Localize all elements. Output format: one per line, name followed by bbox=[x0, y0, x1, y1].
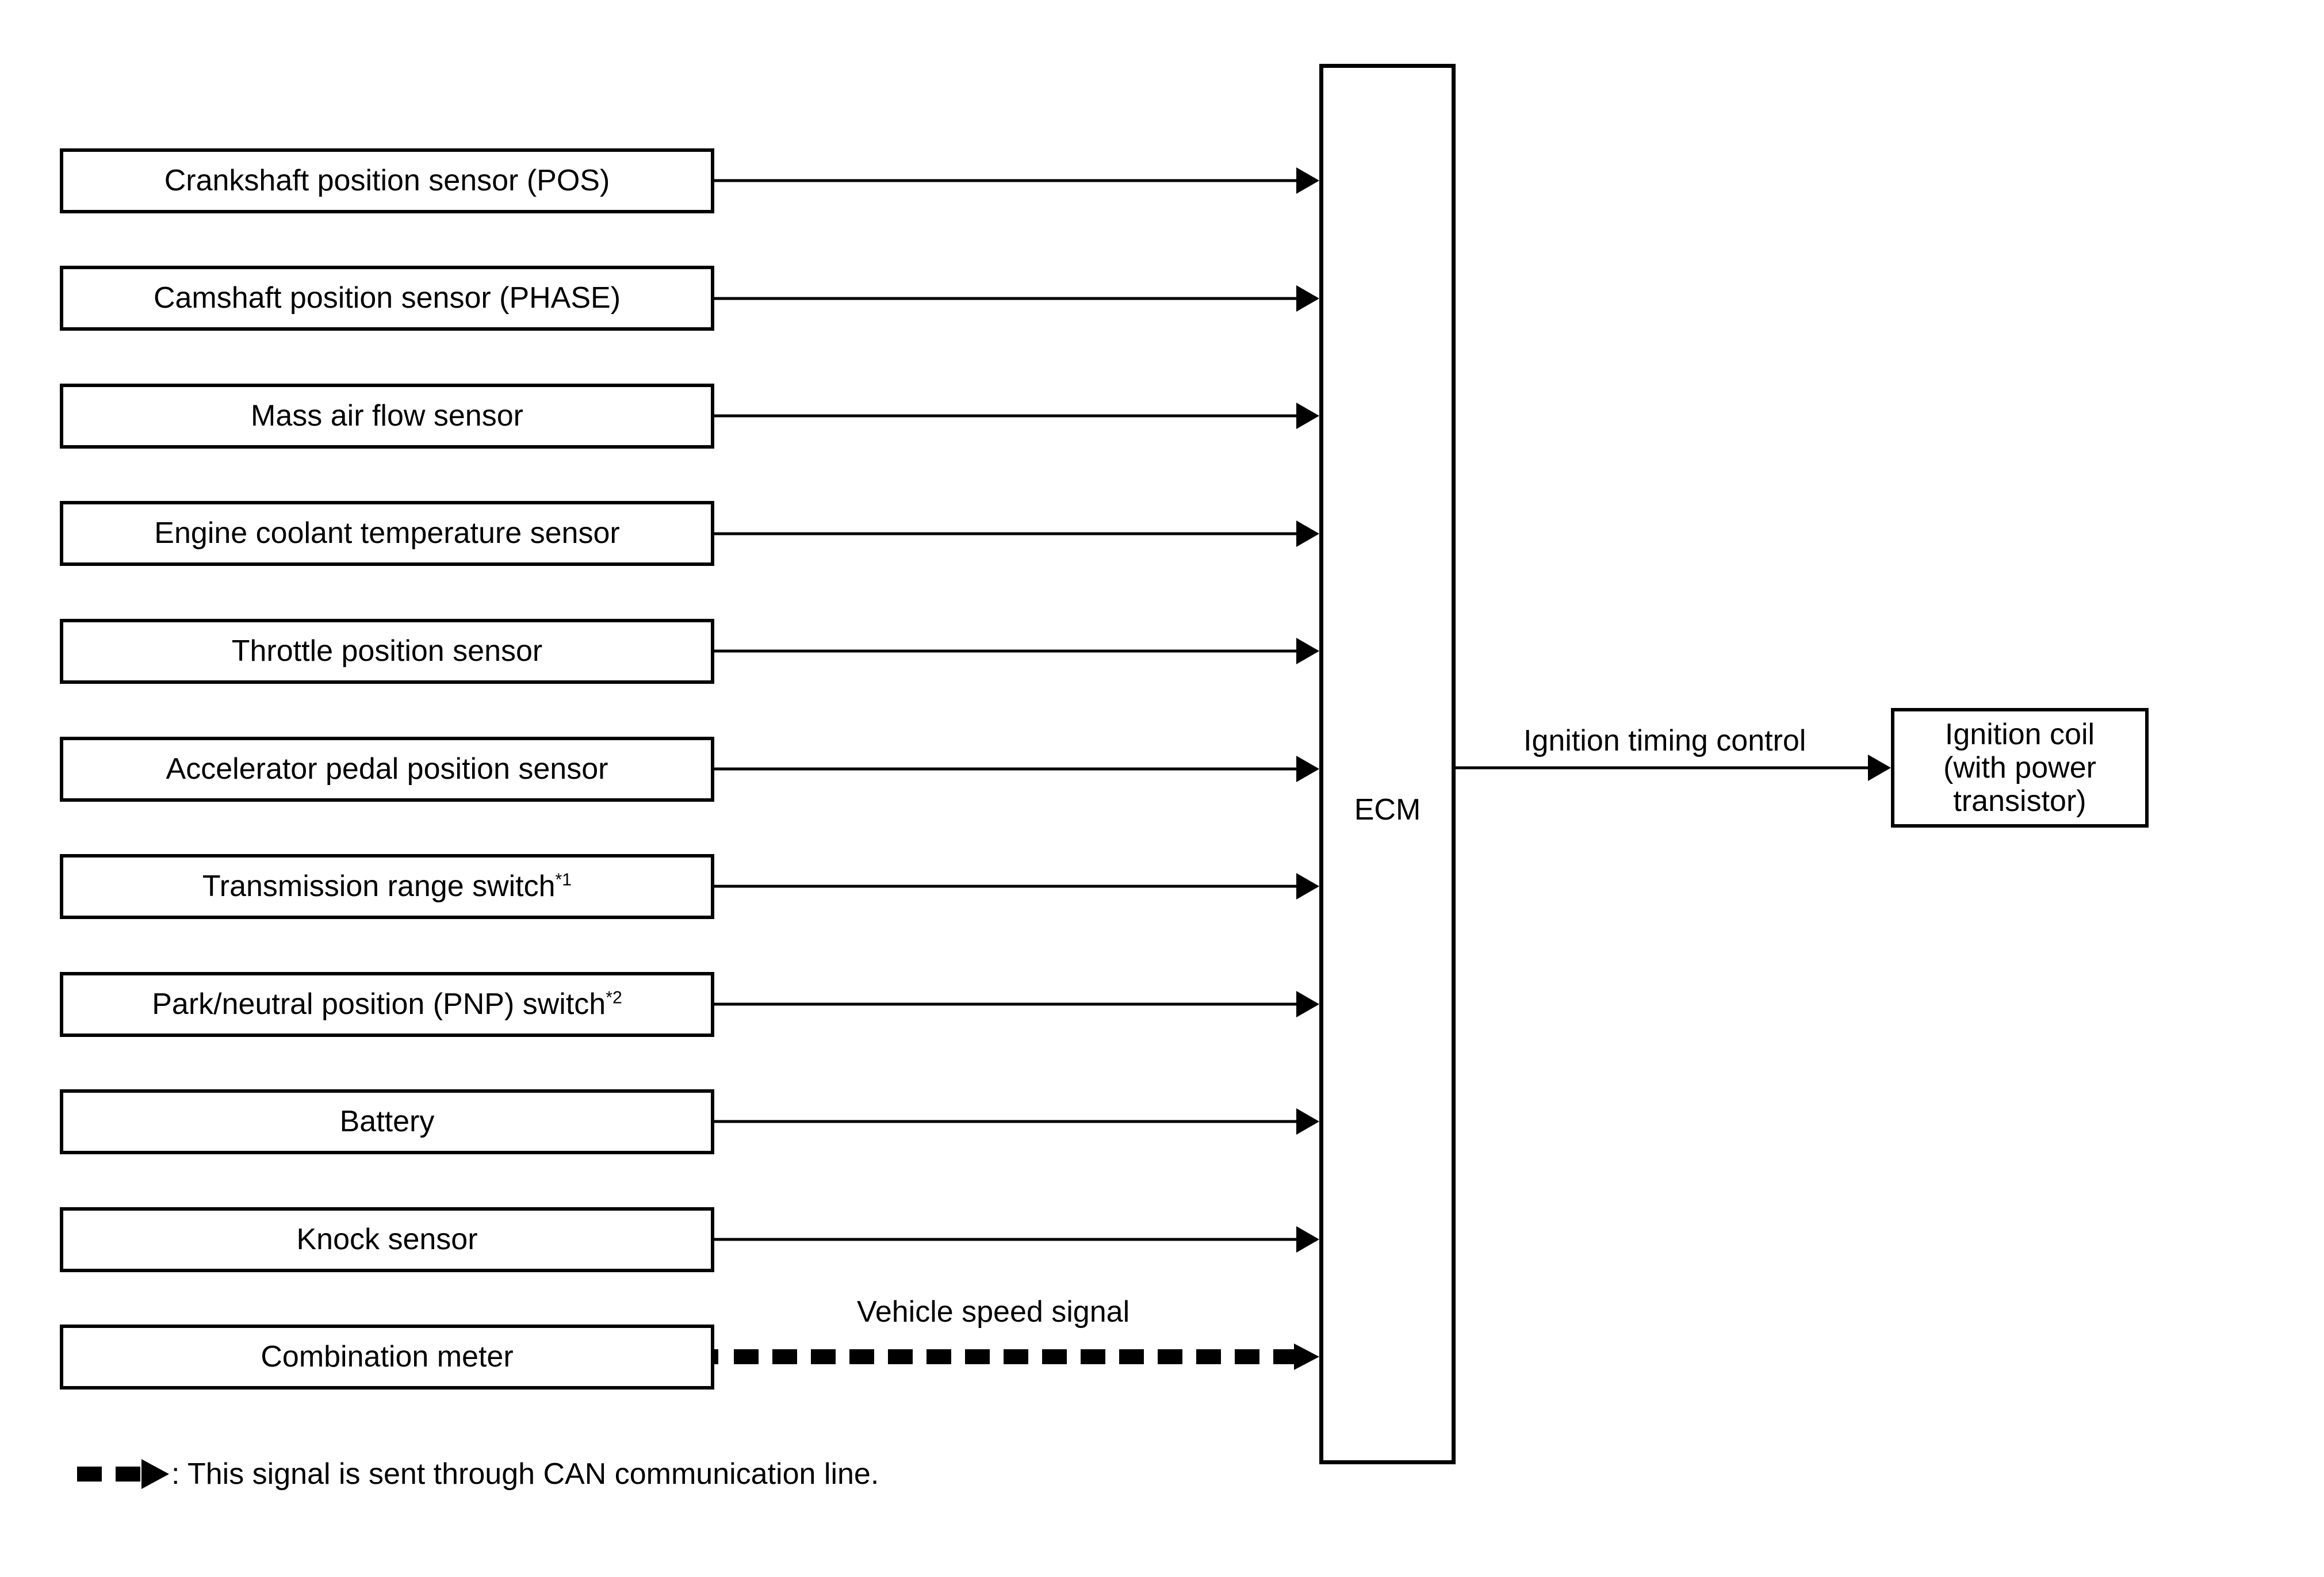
arrow-shaft bbox=[714, 1002, 1296, 1006]
input-box-transmission-range-switch[interactable]: Transmission range switch*1 bbox=[60, 854, 714, 919]
signal-arrow-camshaft-position-sensor bbox=[714, 285, 1319, 312]
signal-arrow-park-neutral-position-switch bbox=[714, 991, 1319, 1017]
input-box-label: Transmission range switch*1 bbox=[202, 870, 572, 903]
arrowhead-icon bbox=[1296, 756, 1319, 782]
ecm-label: ECM bbox=[1354, 793, 1421, 826]
input-box-label: Combination meter bbox=[261, 1340, 514, 1374]
arrowhead-icon bbox=[1296, 638, 1319, 664]
signal-arrow-throttle-position-sensor bbox=[714, 638, 1319, 664]
input-box-throttle-position-sensor[interactable]: Throttle position sensor bbox=[60, 619, 714, 684]
input-box-label: Knock sensor bbox=[296, 1223, 478, 1257]
can-arrow-icon bbox=[60, 1459, 169, 1489]
input-box-text: Park/neutral position (PNP) switch bbox=[152, 987, 606, 1021]
signal-arrow-battery bbox=[714, 1108, 1319, 1135]
arrow-shaft bbox=[714, 767, 1296, 771]
can-dashed-bar bbox=[60, 1467, 145, 1482]
input-box-knock-sensor[interactable]: Knock sensor bbox=[60, 1207, 714, 1272]
input-box-text: Transmission range switch bbox=[202, 870, 556, 904]
arrowhead-icon bbox=[1296, 1108, 1319, 1135]
arrow-shaft bbox=[714, 1238, 1296, 1241]
can-dashed-bar bbox=[714, 1349, 1294, 1364]
input-box-accelerator-pedal-position-sensor[interactable]: Accelerator pedal position sensor bbox=[60, 737, 714, 802]
can-arrowhead-icon bbox=[1294, 1343, 1319, 1370]
input-box-label: Battery bbox=[339, 1105, 435, 1139]
input-box-label: Park/neutral position (PNP) switch*2 bbox=[152, 987, 622, 1021]
input-box-crankshaft-position-sensor[interactable]: Crankshaft position sensor (POS) bbox=[60, 148, 714, 213]
arrow-shaft bbox=[1456, 766, 1868, 770]
input-box-label: Camshaft position sensor (PHASE) bbox=[153, 281, 621, 315]
vehicle-speed-signal-label: Vehicle speed signal bbox=[857, 1295, 1130, 1329]
signal-arrow-ignition-timing-control bbox=[1456, 755, 1891, 781]
arrowhead-icon bbox=[1296, 167, 1319, 194]
arrow-shaft bbox=[714, 885, 1296, 888]
footnote-marker: *2 bbox=[606, 989, 622, 1008]
can-signal-arrow-combination-meter bbox=[714, 1343, 1319, 1370]
input-box-mass-air-flow-sensor[interactable]: Mass air flow sensor bbox=[60, 384, 714, 449]
arrow-shaft bbox=[714, 532, 1296, 535]
output-box-ignition-coil[interactable]: Ignition coil (with power transistor) bbox=[1891, 708, 2149, 828]
input-box-camshaft-position-sensor[interactable]: Camshaft position sensor (PHASE) bbox=[60, 266, 714, 331]
arrow-shaft bbox=[714, 179, 1296, 182]
input-box-label: Mass air flow sensor bbox=[251, 399, 523, 433]
can-arrowhead-icon bbox=[141, 1459, 169, 1489]
signal-arrow-crankshaft-position-sensor bbox=[714, 167, 1319, 194]
legend-text: : This signal is sent through CAN commun… bbox=[171, 1457, 879, 1491]
arrow-shaft bbox=[714, 297, 1296, 300]
arrowhead-icon bbox=[1296, 991, 1319, 1017]
input-box-label: Crankshaft position sensor (POS) bbox=[164, 164, 610, 198]
legend: : This signal is sent through CAN commun… bbox=[60, 1454, 879, 1494]
arrow-shaft bbox=[714, 414, 1296, 418]
arrowhead-icon bbox=[1296, 1226, 1319, 1253]
arrow-shaft bbox=[714, 649, 1296, 653]
input-box-label: Throttle position sensor bbox=[231, 634, 543, 668]
arrow-shaft bbox=[714, 1120, 1296, 1123]
signal-arrow-transmission-range-switch bbox=[714, 873, 1319, 899]
input-box-park-neutral-position-switch[interactable]: Park/neutral position (PNP) switch*2 bbox=[60, 972, 714, 1037]
arrowhead-icon bbox=[1296, 520, 1319, 547]
ignition-timing-control-label: Ignition timing control bbox=[1523, 724, 1806, 757]
arrowhead-icon bbox=[1296, 873, 1319, 899]
input-box-label: Accelerator pedal position sensor bbox=[166, 752, 608, 786]
arrowhead-icon bbox=[1868, 755, 1891, 781]
signal-arrow-knock-sensor bbox=[714, 1226, 1319, 1253]
arrowhead-icon bbox=[1296, 403, 1319, 429]
input-box-label: Engine coolant temperature sensor bbox=[154, 516, 620, 550]
input-box-combination-meter[interactable]: Combination meter bbox=[60, 1325, 714, 1390]
signal-arrow-engine-coolant-temperature-sensor bbox=[714, 520, 1319, 547]
signal-arrow-accelerator-pedal-position-sensor bbox=[714, 756, 1319, 782]
footnote-marker: *1 bbox=[555, 871, 572, 890]
output-box-label: Ignition coil (with power transistor) bbox=[1943, 717, 2096, 818]
input-box-engine-coolant-temperature-sensor[interactable]: Engine coolant temperature sensor bbox=[60, 501, 714, 566]
signal-arrow-mass-air-flow-sensor bbox=[714, 403, 1319, 429]
ecm-box[interactable]: ECM bbox=[1319, 64, 1456, 1464]
arrowhead-icon bbox=[1296, 285, 1319, 312]
input-box-battery[interactable]: Battery bbox=[60, 1089, 714, 1154]
